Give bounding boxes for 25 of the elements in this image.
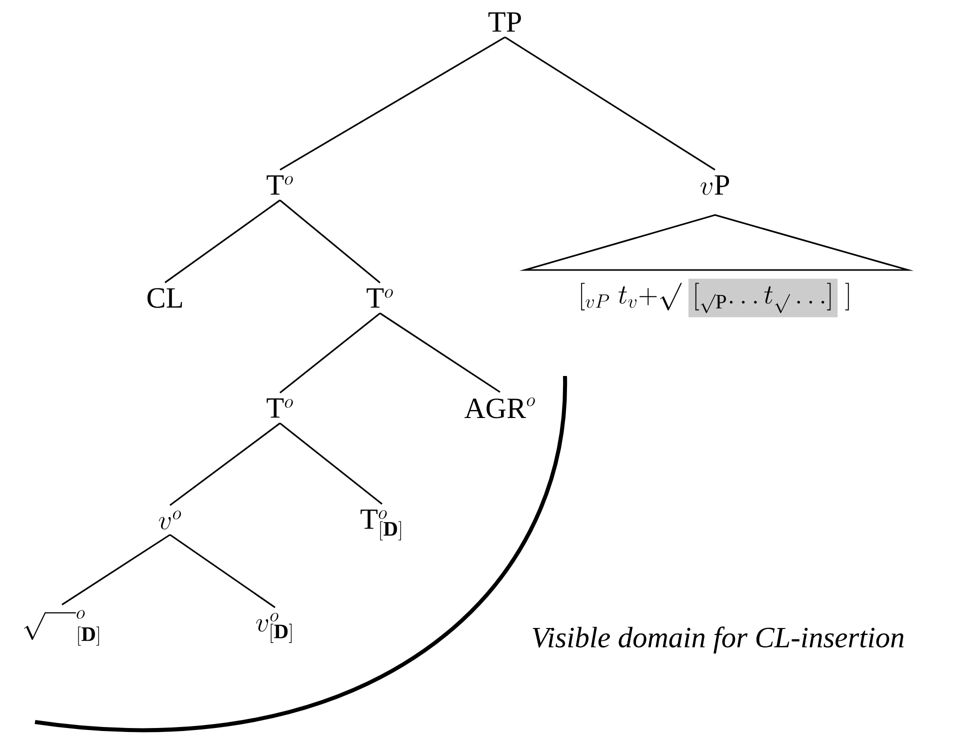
tree-label: $\mathrm{T}^{o}$ bbox=[266, 398, 293, 418]
tree-branch bbox=[170, 534, 276, 608]
tree-label: CL bbox=[147, 288, 182, 308]
tree-branch bbox=[504, 36, 716, 170]
tree-label: $\sqrt{\phantom{xx}}^{o}_{[\mathbf{D}]}$ bbox=[24, 610, 99, 646]
tree-label: $\mathrm{T}^{o}$ bbox=[266, 175, 293, 195]
tree-branch bbox=[164, 200, 280, 284]
tree-label: TP bbox=[488, 12, 521, 32]
node-label: $[_{vP}\; t_{v}{+}\surd$ bbox=[581, 282, 682, 310]
tree-branch bbox=[170, 422, 280, 506]
tree-branch bbox=[280, 36, 506, 170]
tree-label: $v^{o}$ bbox=[158, 510, 181, 530]
node-label: $[_{\surd\mathrm{P}} \ldots t_{\surd} \ldots]$ bbox=[695, 282, 831, 314]
tree-branch bbox=[280, 312, 380, 394]
tree-label: $v\mathrm{P}$ bbox=[700, 175, 730, 195]
tree-branch bbox=[380, 312, 500, 393]
tree-branch bbox=[280, 200, 381, 284]
tree-branch bbox=[280, 422, 382, 505]
tree-label: $v^{o}_{[\mathbf{D}]}$ bbox=[256, 612, 292, 643]
tree-label: $\mathrm{T}^{o}_{[\mathbf{D}]}$ bbox=[360, 510, 402, 540]
tree-branch bbox=[62, 534, 170, 606]
annotation: Visible domain for CL-insertion bbox=[532, 626, 904, 654]
node-label: $]$ bbox=[845, 282, 849, 310]
tree-label: $\mathrm{AGR}^{o}$ bbox=[464, 398, 535, 418]
tree-label: $\mathrm{T}^{o}$ bbox=[366, 288, 393, 308]
